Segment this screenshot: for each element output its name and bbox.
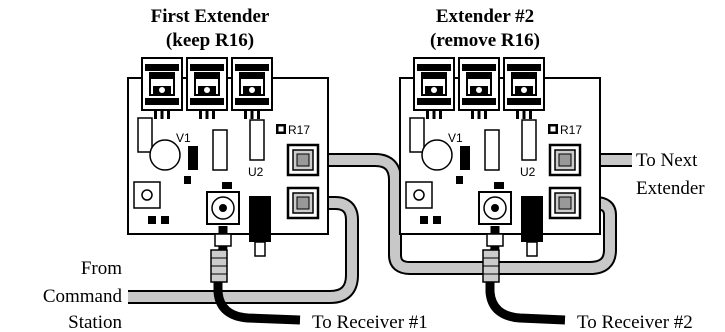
rj-jack-1-lower xyxy=(286,186,320,220)
extender1-title: First Extender xyxy=(151,6,270,27)
label-r17-board1: R17 xyxy=(288,123,310,137)
extender2-title: Extender #2 xyxy=(436,6,534,27)
label-r17-board2: R17 xyxy=(560,123,582,137)
extender-board-1: V1 U2 R17 xyxy=(127,57,329,257)
to-receiver-1-label: To Receiver #1 xyxy=(312,312,428,332)
heatsink-1a xyxy=(141,57,183,120)
heatsink-2a xyxy=(413,57,455,120)
extender1-subtitle: (keep R16) xyxy=(166,30,254,51)
label-u2-board1: U2 xyxy=(248,165,264,179)
to-next-label-line2: Extender xyxy=(636,178,705,199)
label-u2-board2: U2 xyxy=(520,165,536,179)
to-receiver-2-label: To Receiver #2 xyxy=(577,312,693,332)
extender2-subtitle: (remove R16) xyxy=(430,30,540,51)
label-v1-board1: V1 xyxy=(176,131,191,145)
rj-jack-2-lower xyxy=(548,186,582,220)
rj-jack-2-upper xyxy=(548,143,582,177)
from-label-line2: Command xyxy=(43,286,123,307)
heatsink-2b xyxy=(458,57,500,120)
heatsink-1c xyxy=(231,57,273,120)
coax-receiver-2 xyxy=(482,226,566,325)
from-label-line1: From xyxy=(81,258,122,279)
rj-jack-1-upper xyxy=(286,143,320,177)
from-label-line3: Station xyxy=(68,312,122,332)
heatsink-1b xyxy=(186,57,228,120)
label-v1-board2: V1 xyxy=(448,131,463,145)
coax-receiver-1 xyxy=(210,226,301,325)
to-next-label-line1: To Next xyxy=(636,150,698,171)
heatsink-2c xyxy=(503,57,545,120)
extender-board-2: V1 U2 R17 xyxy=(399,57,601,257)
